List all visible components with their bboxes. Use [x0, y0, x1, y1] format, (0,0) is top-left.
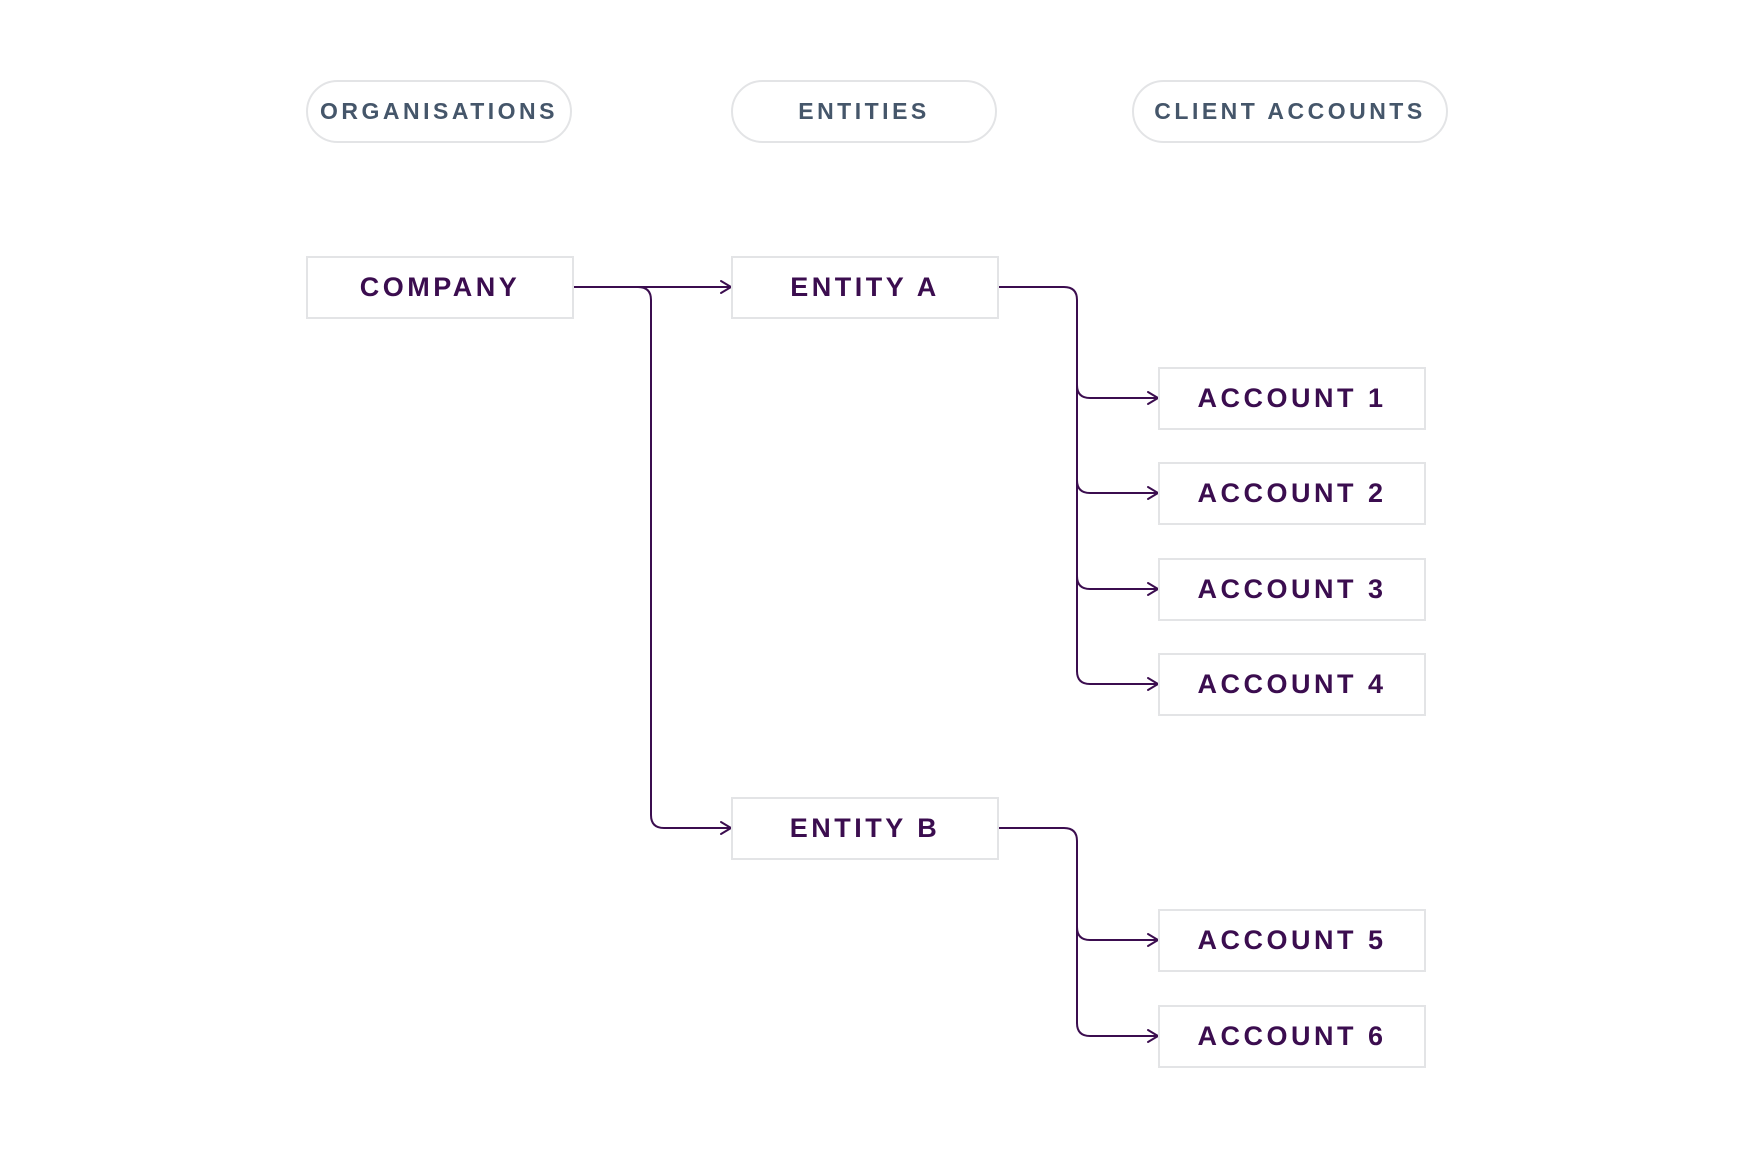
trunk-entity-a — [996, 286, 1078, 672]
node-account-6[interactable]: ACCOUNT 6 — [1158, 1005, 1426, 1068]
node-account-3[interactable]: ACCOUNT 3 — [1158, 558, 1426, 621]
node-entity-b[interactable]: ENTITY B — [731, 797, 999, 860]
column-header-client-accounts: CLIENT ACCOUNTS — [1132, 80, 1448, 143]
column-header-entities: ENTITIES — [731, 80, 997, 143]
edge-entity-a-account-1 — [1076, 384, 1159, 399]
node-account-2[interactable]: ACCOUNT 2 — [1158, 462, 1426, 525]
edge-company-entity-b — [637, 286, 732, 829]
node-entity-a[interactable]: ENTITY A — [731, 256, 999, 319]
node-company[interactable]: COMPANY — [306, 256, 574, 319]
node-account-5[interactable]: ACCOUNT 5 — [1158, 909, 1426, 972]
edge-entity-b-account-5 — [1076, 926, 1159, 941]
column-header-organisations: ORGANISATIONS — [306, 80, 572, 143]
edge-entity-a-account-3 — [1076, 575, 1159, 590]
edge-entity-b-account-6 — [1076, 1022, 1159, 1037]
node-account-4[interactable]: ACCOUNT 4 — [1158, 653, 1426, 716]
node-account-1[interactable]: ACCOUNT 1 — [1158, 367, 1426, 430]
edge-entity-a-account-4 — [1076, 670, 1159, 685]
trunk-entity-b — [996, 827, 1078, 1024]
edge-entity-a-account-2 — [1076, 479, 1159, 494]
